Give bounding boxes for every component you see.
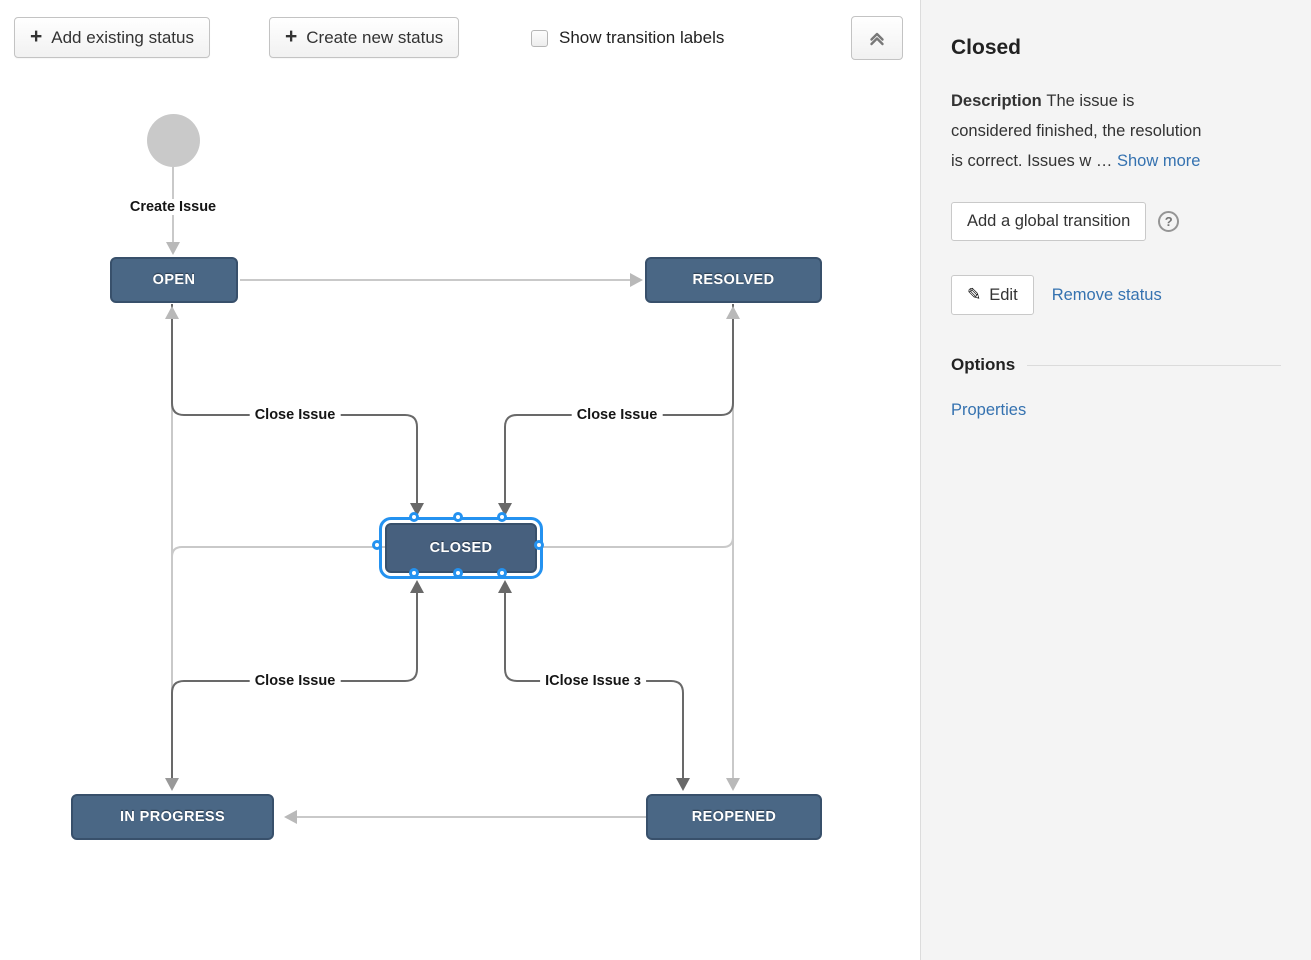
description-text: The issue is: [1046, 92, 1135, 110]
ellipsis: …: [1095, 152, 1113, 170]
show-transition-labels-checkbox[interactable]: [531, 29, 548, 47]
collapse-panel-button[interactable]: [851, 16, 903, 60]
edit-status-button[interactable]: ✎ Edit: [951, 275, 1034, 315]
create-new-status-label: Create new status: [306, 27, 444, 47]
selection-handle-bottom-center[interactable]: [453, 568, 463, 578]
properties-link[interactable]: Properties: [951, 401, 1027, 419]
status-label: RESOLVED: [692, 272, 775, 288]
add-existing-status-label: Add existing status: [51, 27, 194, 47]
transition-label-close-issue-inprogress[interactable]: Close Issue: [249, 673, 341, 689]
create-new-status-button[interactable]: + Create new status: [269, 17, 460, 58]
status-node-open[interactable]: OPEN: [110, 257, 238, 303]
plus-icon: +: [30, 25, 43, 48]
add-global-transition-label: Add a global transition: [967, 212, 1131, 230]
selection-handle-top-left[interactable]: [409, 512, 419, 522]
status-label: IN PROGRESS: [119, 809, 226, 825]
pencil-icon: ✎: [967, 285, 982, 304]
transition-label-close-issue-reopened[interactable]: IClose Issue ɜ: [540, 673, 646, 689]
options-label: Options: [951, 355, 1016, 374]
add-global-transition-button[interactable]: Add a global transition: [951, 202, 1147, 241]
description-label: Description: [951, 92, 1042, 110]
arrowheads: [165, 242, 740, 824]
double-chevron-up-icon: [870, 32, 884, 46]
selection-handle-top-right[interactable]: [497, 512, 507, 522]
plus-icon: +: [285, 25, 298, 48]
description-text: considered finished, the resolution: [951, 122, 1202, 140]
show-more-link[interactable]: Show more: [1116, 152, 1201, 170]
status-label: CLOSED: [429, 540, 493, 556]
status-properties-panel: Closed Description The issue is consider…: [920, 0, 1311, 960]
panel-title: Closed: [951, 36, 1022, 59]
selection-handle-bottom-right[interactable]: [497, 568, 507, 578]
edit-label: Edit: [989, 285, 1018, 304]
transition-label-create-issue[interactable]: Create Issue: [124, 199, 222, 215]
selection-handle-right[interactable]: [534, 540, 544, 550]
transition-label-close-issue-open[interactable]: Close Issue: [249, 407, 341, 423]
status-label: OPEN: [152, 272, 196, 288]
show-transition-labels-label: Show transition labels: [559, 28, 725, 47]
selection-handle-left[interactable]: [372, 540, 382, 550]
status-node-reopened[interactable]: REOPENED: [646, 794, 822, 840]
divider: [1027, 364, 1281, 366]
status-node-in-progress[interactable]: IN PROGRESS: [71, 794, 274, 840]
help-icon[interactable]: ?: [1158, 211, 1180, 232]
start-node[interactable]: [147, 114, 200, 167]
selection-handle-top-center[interactable]: [453, 512, 463, 522]
description-text: is correct. Issues w: [951, 152, 1092, 170]
add-existing-status-button[interactable]: + Add existing status: [14, 17, 210, 58]
status-node-resolved[interactable]: RESOLVED: [645, 257, 822, 303]
workflow-canvas[interactable]: Create Issue Close Issue Close Issue Clo…: [0, 0, 920, 960]
status-description: Description The issue is considered fini…: [951, 86, 1281, 176]
transition-label-close-issue-resolved[interactable]: Close Issue: [571, 407, 663, 423]
status-label: REOPENED: [691, 809, 777, 825]
status-node-closed-selected[interactable]: CLOSED: [379, 517, 543, 579]
options-section-header: Options: [951, 355, 1281, 375]
selection-handle-bottom-left[interactable]: [409, 568, 419, 578]
show-transition-labels-row: Show transition labels: [531, 28, 724, 48]
remove-status-link[interactable]: Remove status: [1051, 285, 1162, 304]
